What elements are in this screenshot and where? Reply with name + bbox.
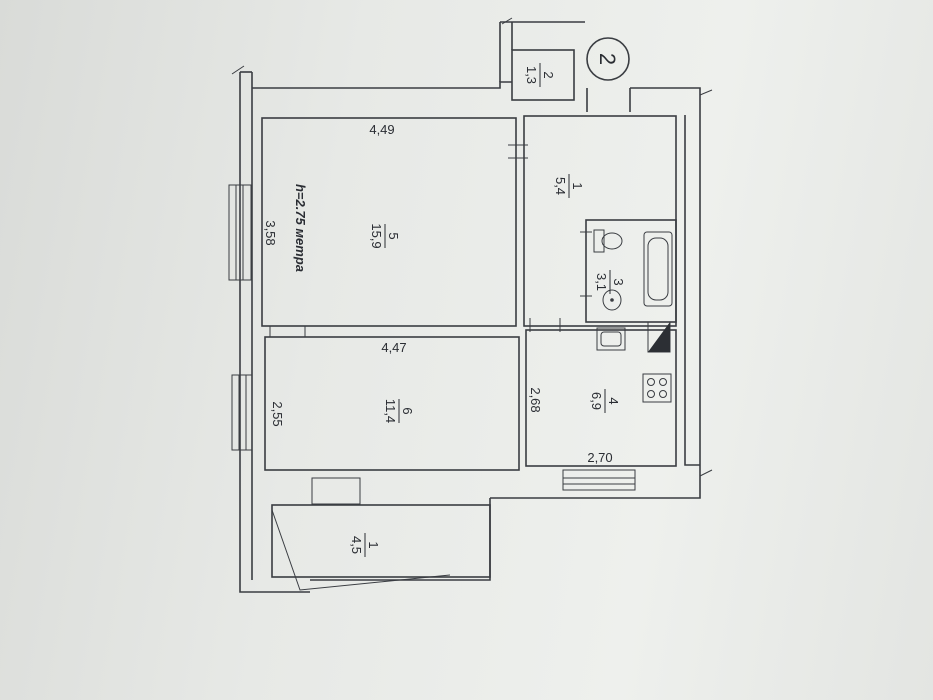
dim-room6-width: 4,47 [381, 340, 406, 355]
room-4-area: 6,9 [589, 392, 604, 410]
room-1-outline [523, 115, 677, 327]
room-4-number: 4 [606, 397, 621, 404]
room-5-area: 15,9 [369, 223, 384, 248]
room-6-label: 6 11,4 [383, 399, 415, 423]
balcony-label: 1 4,5 [349, 533, 381, 557]
dim-room5-depth: 3,58 [263, 220, 278, 245]
balcony-outline [271, 504, 491, 578]
room-3-label: 3 3,1 [594, 270, 626, 294]
outer-walls [231, 17, 713, 593]
room-5-outline [261, 117, 517, 327]
room-6-area: 11,4 [383, 399, 398, 423]
stove-icon [642, 373, 672, 403]
dim-room6-depth: 2,55 [270, 401, 285, 426]
bathtub-icon [643, 231, 673, 307]
section-circle [586, 37, 630, 81]
room-1-area: 5,4 [553, 177, 568, 195]
kitchen-sink-icon [596, 327, 626, 351]
room-5-number: 5 [386, 232, 401, 239]
room-4-outline [525, 329, 677, 467]
toilet-icon [593, 229, 623, 253]
room-3-area: 3,1 [594, 273, 609, 291]
dim-room4-depth: 2,68 [528, 387, 543, 412]
balcony-number: 1 [366, 541, 381, 548]
room-6-number: 6 [400, 407, 415, 414]
room-6-outline [264, 336, 520, 471]
ceiling-height: h=2.75 метра [293, 184, 308, 272]
room-3-outline [585, 219, 677, 323]
dim-room4-width: 2,70 [587, 450, 612, 465]
room-1-number: 1 [570, 182, 585, 189]
room-2-outline [499, 21, 585, 101]
balcony-edge [271, 509, 451, 591]
room-2-number: 2 [541, 71, 556, 78]
room-4-label: 4 6,9 [589, 389, 621, 413]
room-2-area: 1,3 [524, 66, 539, 84]
room-2-label: 2 1,3 [524, 63, 556, 87]
vent-shaft-icon [647, 321, 671, 353]
door-marks [269, 144, 592, 337]
washbasin-icon [602, 289, 622, 311]
room-1-label: 1 5,4 [553, 174, 585, 198]
room-5-label: 5 15,9 [369, 223, 401, 248]
windows [228, 184, 636, 505]
dim-room5-width: 4,49 [369, 122, 394, 137]
section-number: 2 [595, 53, 620, 65]
room-3-number: 3 [611, 278, 626, 285]
balcony-area: 4,5 [349, 536, 364, 554]
